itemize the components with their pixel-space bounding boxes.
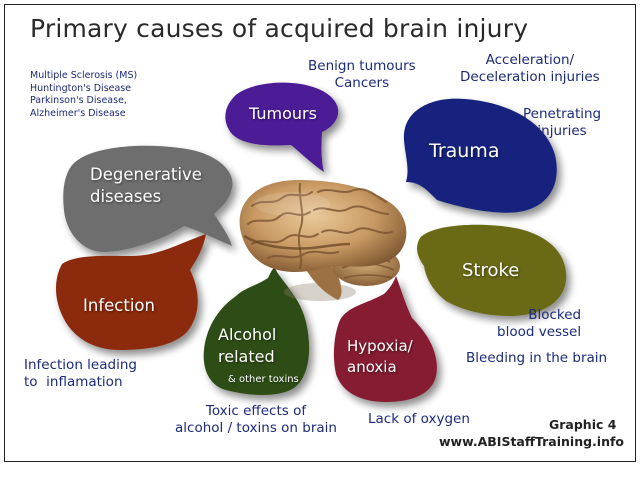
degenerative-shape xyxy=(63,145,233,252)
website-link[interactable]: www.ABIStaffTraining.info xyxy=(439,434,625,449)
degenerative-label: Degenerative diseases xyxy=(90,165,202,206)
brain-illustration xyxy=(239,180,407,301)
trauma-label: Trauma xyxy=(429,140,500,162)
tumours-label: Tumours xyxy=(249,104,317,123)
tumours-shape xyxy=(225,82,339,172)
tumours-note: Benign tumours Cancers xyxy=(308,58,416,91)
degenerative-examples: Multiple Sclerosis (MS) Huntington's Dis… xyxy=(30,70,138,119)
hypoxia-shape xyxy=(333,276,437,402)
trauma-shape xyxy=(403,98,557,213)
trauma-note-acceleration: Acceleration/ Deceleration injuries xyxy=(460,52,600,85)
infection-shape xyxy=(56,234,206,350)
alcohol-note: Toxic effects of alcohol / toxins on bra… xyxy=(175,403,337,436)
alcohol-label: Alcohol related xyxy=(218,325,277,366)
graphic-label: Graphic 4 xyxy=(549,417,617,432)
infection-label: Infection xyxy=(83,296,155,315)
stroke-note-blocked: Blocked blood vessel xyxy=(497,307,582,340)
page-title: Primary causes of acquired brain injury xyxy=(30,14,529,43)
stroke-note-bleeding: Bleeding in the brain xyxy=(466,350,608,366)
hypoxia-label: Hypoxia/ anoxia xyxy=(347,337,413,376)
trauma-note-penetrating: Penetrating injuries xyxy=(523,106,602,139)
infection-note: Infection leading to inflamation xyxy=(24,357,137,390)
stroke-shape xyxy=(417,224,567,316)
stroke-label: Stroke xyxy=(462,260,520,281)
hypoxia-note: Lack of oxygen xyxy=(368,411,470,427)
alcohol-sublabel: & other toxins xyxy=(228,374,299,385)
alcohol-shape xyxy=(203,268,310,395)
